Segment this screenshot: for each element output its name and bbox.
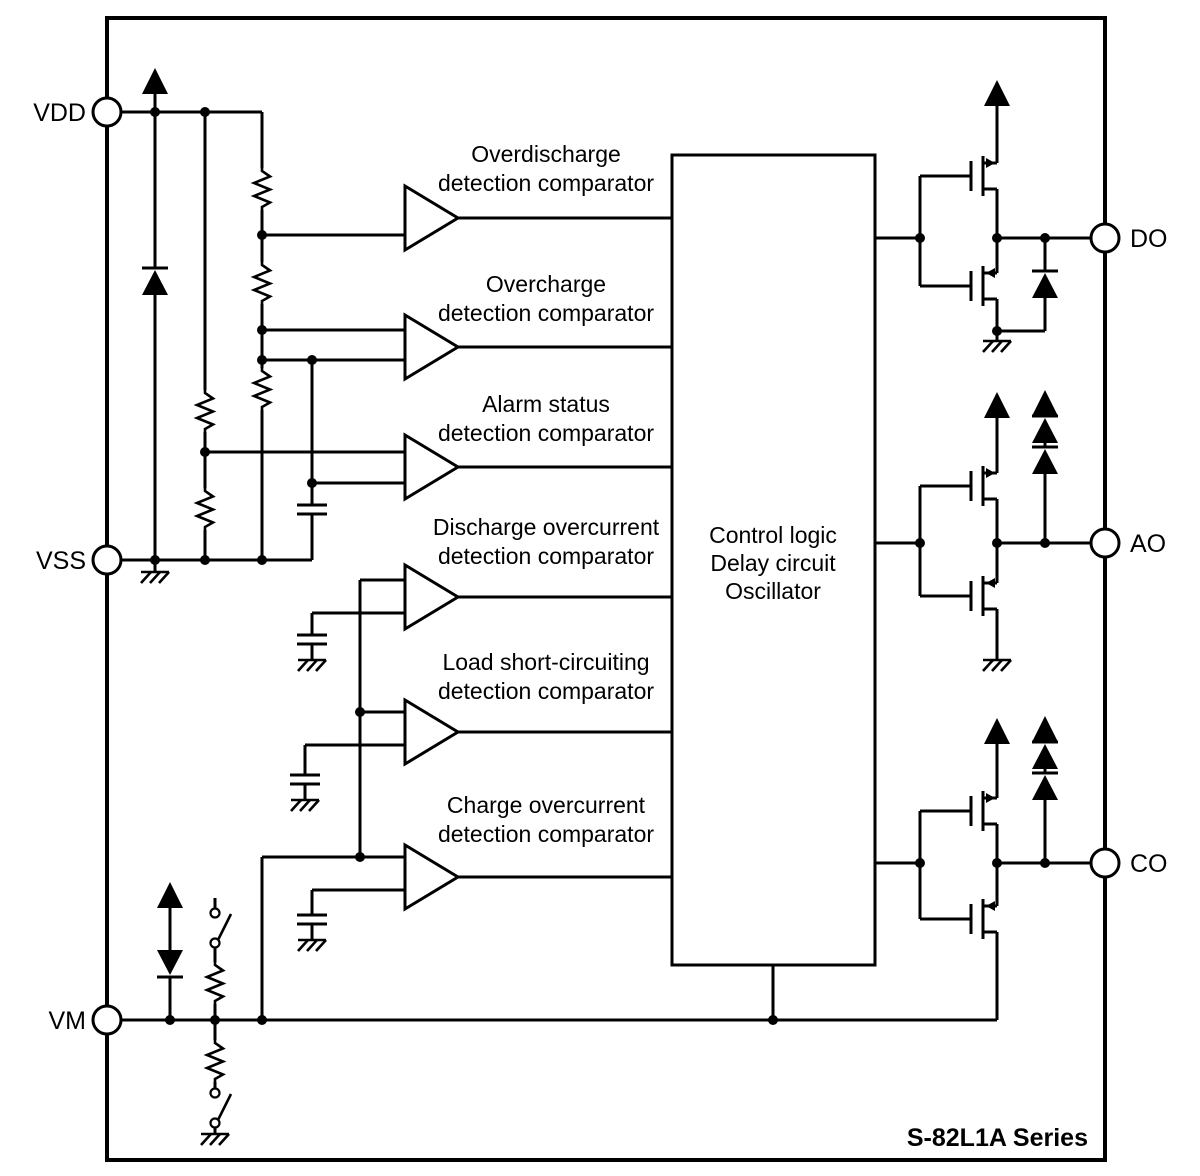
pin-label: DO [1130, 225, 1168, 253]
pin-vm: VM [49, 1004, 123, 1036]
pin-label: VDD [33, 99, 86, 127]
comparator-triangle-icon [403, 312, 461, 382]
comparator-triangle-icon [403, 697, 461, 767]
divider-resistor-icon [252, 260, 272, 306]
pin-circle [1089, 222, 1121, 254]
comparator-alarm-status: Alarm status detection comparator [403, 391, 654, 502]
pin-circle [1089, 527, 1121, 559]
pmos-transistor-icon [969, 464, 999, 508]
vm-clamp-diode-icon [155, 948, 185, 979]
pin-vss: VSS [36, 544, 123, 576]
reference-capacitor-icon [295, 503, 329, 516]
vm-resistor-icon [205, 1038, 225, 1084]
divider-resistor-icon [252, 166, 272, 212]
comparator-overdischarge: Overdischarge detection comparator [403, 141, 654, 253]
control-block-label: Control logic [709, 522, 837, 548]
nmos-transistor-icon [969, 574, 999, 618]
ground-icon [981, 658, 1013, 673]
control-logic-block: Control logic Delay circuit Oscillator [670, 153, 877, 967]
clamp-diode-icon [1030, 740, 1060, 771]
divider-resistor-icon [252, 366, 272, 412]
control-block-label: Oscillator [725, 578, 821, 604]
pin-vdd: VDD [33, 96, 123, 128]
pin-ao: AO [1089, 527, 1166, 559]
comparator-triangle-icon [403, 562, 461, 632]
vdd-clamp-diode-icon [140, 266, 170, 297]
comparator-label: detection comparator [438, 543, 654, 569]
comparator-triangle-icon [403, 183, 461, 253]
pin-co: CO [1089, 847, 1168, 879]
pin-label: AO [1130, 530, 1166, 558]
series-label: S-82L1A Series [907, 1124, 1088, 1152]
comparator-load-short-circuiting: Load short-circuiting detection comparat… [403, 649, 654, 767]
nmos-transistor-icon [969, 264, 999, 308]
divider-resistor-icon [195, 388, 215, 434]
control-block-outline [670, 153, 877, 967]
comparator-triangle-icon [403, 842, 461, 912]
comparator-label: detection comparator [438, 420, 654, 446]
interconnect-wires [121, 94, 1091, 1134]
pmos-transistor-icon [969, 154, 999, 198]
comparator-label: detection comparator [438, 170, 654, 196]
ground-icon [289, 798, 321, 813]
vm-resistor-icon [205, 960, 225, 1006]
pin-do: DO [1089, 222, 1168, 254]
pin-circle [1089, 847, 1121, 879]
comparator-discharge-overcurrent: Discharge overcurrent detection comparat… [403, 514, 660, 632]
ground-icon [296, 938, 328, 953]
comparator-label: Overcharge [486, 271, 606, 297]
comparator-triangle-icon [403, 432, 461, 502]
comparator-overcharge: Overcharge detection comparator [403, 271, 654, 382]
ground-icon [139, 570, 171, 585]
pin-label: CO [1130, 850, 1168, 878]
comparator-label: detection comparator [438, 678, 654, 704]
pin-circle [91, 1004, 123, 1036]
test-switch-icon [209, 1087, 233, 1129]
ground-icon [199, 1132, 231, 1147]
pmos-transistor-icon [969, 789, 999, 833]
pin-circle [91, 544, 123, 576]
comparator-label: Overdischarge [471, 141, 621, 167]
comparator-label: detection comparator [438, 300, 654, 326]
comparator-label: Load short-circuiting [442, 649, 649, 675]
ic-boundary [105, 16, 1107, 1162]
nmos-transistor-icon [969, 897, 999, 941]
delay-capacitor-icon [295, 913, 329, 926]
supply-arrow-icon [984, 718, 1010, 744]
ground-icon [296, 658, 328, 673]
pin-label: VSS [36, 547, 86, 575]
comparator-label: Charge overcurrent [447, 792, 646, 818]
vm-supply-arrow-icon [157, 882, 183, 908]
pin-label: VM [49, 1007, 87, 1035]
comparator-label: Discharge overcurrent [433, 514, 660, 540]
clamp-diode-icon [1030, 414, 1060, 445]
delay-capacitor-icon [288, 773, 322, 786]
divider-resistor-icon [195, 486, 215, 532]
supply-arrow-icon [1032, 716, 1058, 742]
delay-capacitor-icon [295, 633, 329, 646]
junction-dots [150, 107, 1050, 1025]
supply-arrow-icon [984, 392, 1010, 418]
clamp-diode-icon [1030, 445, 1060, 476]
delay-capacitors [288, 633, 329, 953]
comparator-charge-overcurrent: Charge overcurrent detection comparator [403, 792, 654, 912]
body-diode-icon [1030, 269, 1060, 300]
supply-arrow-icon [984, 80, 1010, 106]
ground-icon [981, 339, 1013, 354]
pin-circle [91, 96, 123, 128]
vm-network [155, 882, 233, 1147]
comparator-label: Alarm status [482, 391, 610, 417]
control-block-label: Delay circuit [710, 550, 836, 576]
supply-arrow-icon [1032, 390, 1058, 416]
left-bias-network [139, 68, 329, 585]
vdd-supply-arrow-icon [142, 68, 168, 94]
clamp-diode-icon [1030, 771, 1060, 802]
comparator-label: detection comparator [438, 821, 654, 847]
test-switch-icon [209, 907, 233, 949]
